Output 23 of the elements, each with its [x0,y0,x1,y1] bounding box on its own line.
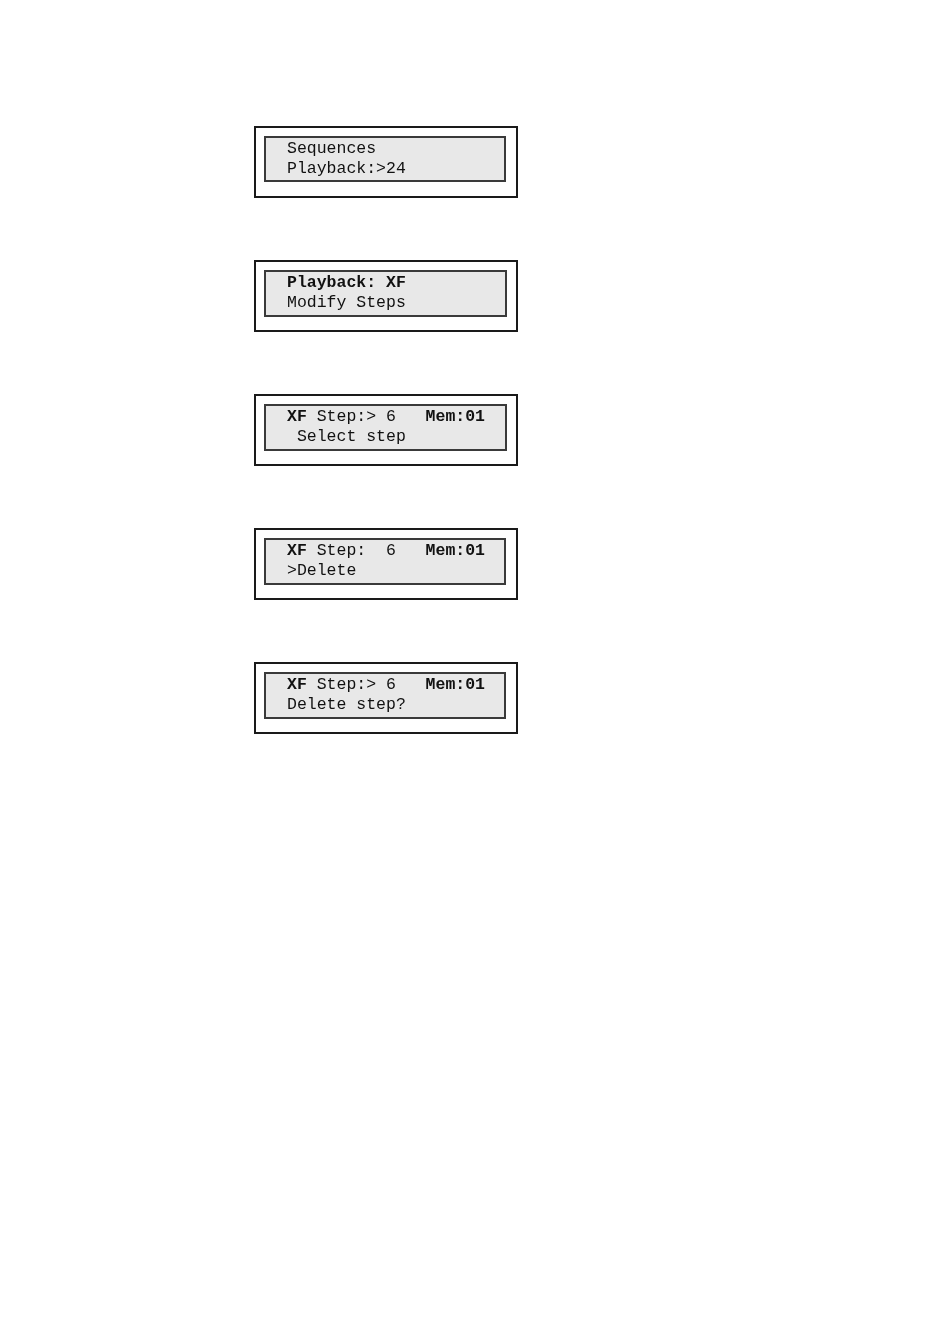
lcd-screen [264,136,506,182]
display-text: Playback:>24 [287,159,406,179]
lcd-panel [254,662,518,734]
display-text: Delete step? [287,695,406,715]
lcd-panel [254,528,518,600]
lcd-screen [264,538,506,585]
display-text: >Delete [287,561,357,581]
display-text: XF Step:> 6 [287,407,396,427]
display-text: Sequences [287,139,377,159]
display-text: Mem:01 [425,541,486,561]
lcd-screen [264,672,506,719]
lcd-screen [264,404,507,451]
display-text: Modify Steps [287,293,406,313]
display-text: XF Step:> 6 [287,675,396,695]
display-text: Select step [296,427,406,447]
lcd-panel [254,126,518,198]
display-text: Mem:01 [425,675,486,695]
lcd-panel [254,394,518,466]
lcd-panel [254,260,518,332]
display-text: Mem:01 [425,407,486,427]
display-text: XF Step: 6 [287,541,396,561]
display-text: Playback: XF [287,273,406,293]
lcd-screen [264,270,507,317]
